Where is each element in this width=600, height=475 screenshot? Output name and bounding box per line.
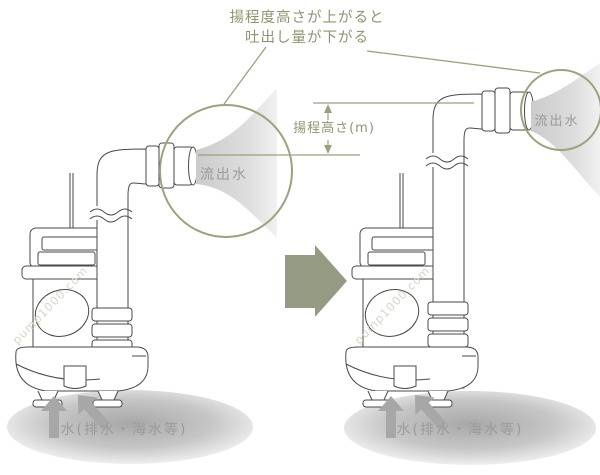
left-outflow-spray (196, 88, 277, 238)
right-water-label: 水(排水・海水等) (397, 421, 524, 438)
right-outflow-label: 流出水 (534, 114, 579, 129)
water-pool-left (7, 390, 253, 464)
annotation-line-2: 吐出し量が下がる (245, 29, 369, 46)
dimension-arrow-down-icon (324, 145, 332, 154)
annotation-pointer-left (223, 46, 267, 105)
right-pump-illustration (345, 87, 534, 408)
right-pump-outlet (481, 87, 534, 134)
right-outflow-spray (531, 63, 600, 197)
annotation-pointer-right (366, 50, 541, 74)
dimension-arrow-up-icon (324, 104, 332, 113)
transition-arrow-icon (285, 245, 347, 317)
head-height-label: 揚程高さ(m) (293, 120, 375, 136)
left-pump-illustration (15, 142, 198, 408)
left-water-label: 水(排水・海水等) (61, 421, 188, 438)
left-pump-outlet (145, 142, 198, 189)
left-outflow-circle (159, 104, 293, 238)
head-dimension (198, 102, 474, 156)
water-pool-right (344, 391, 596, 465)
annotation-line-1: 揚程度高さが上がると (230, 9, 385, 26)
left-outflow-label: 流出水 (200, 167, 248, 183)
right-outflow-circle (520, 69, 600, 151)
